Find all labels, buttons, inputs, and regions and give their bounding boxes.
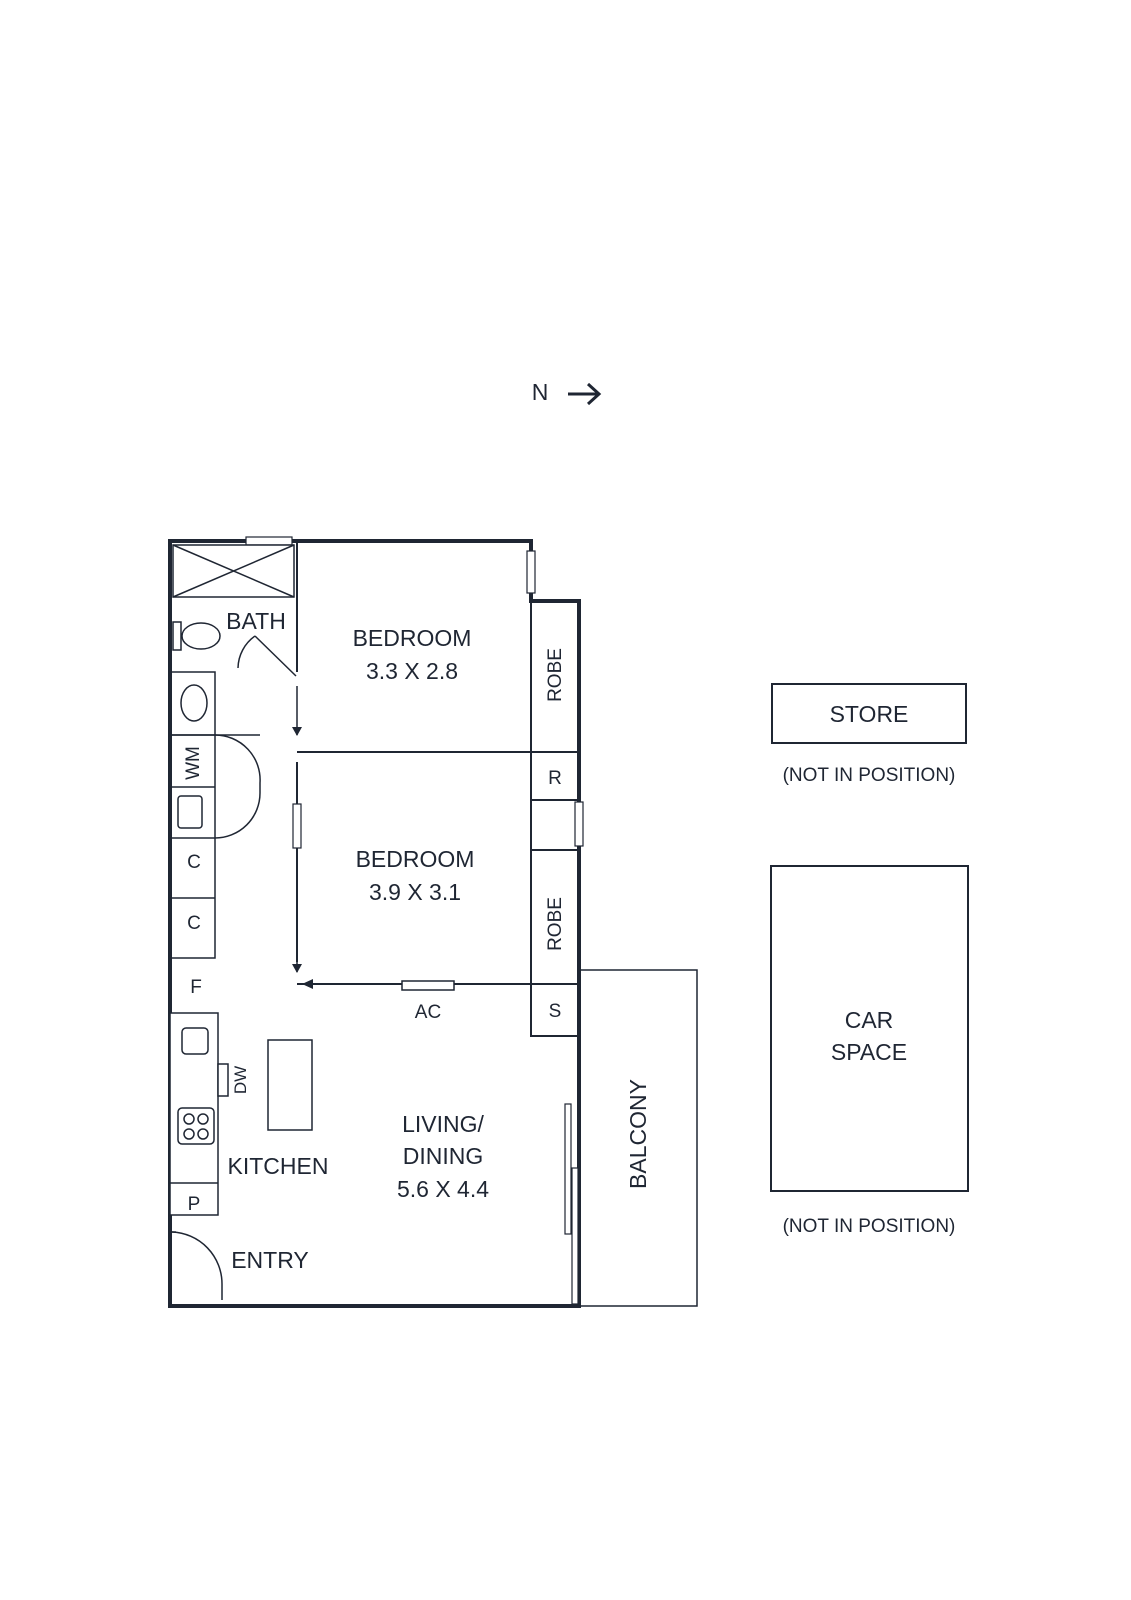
room-label-kitchen: KITCHEN [228,1153,329,1179]
windows [245,536,584,1305]
compass-north-label: N [532,379,549,405]
balcony-outline [579,969,698,1307]
room-label-entry: ENTRY [231,1247,309,1273]
laundry-cupboards [170,734,261,839]
car-space-note: (NOT IN POSITION) [783,1216,956,1237]
cooktop-icon [177,1107,215,1145]
room-label-living-line2: DINING [403,1143,484,1169]
toilet-icon [181,622,221,650]
room-label-robe2: ROBE [545,897,566,951]
label-dw: DW [231,1066,250,1094]
doors [170,686,455,1300]
room-label-s: S [549,1001,562,1022]
bath-fixtures [172,544,297,722]
kitchen-island [267,1039,313,1131]
store-note: (NOT IN POSITION) [783,765,956,786]
car-space-line1: CAR [845,1007,894,1033]
label-c2: C [187,913,201,934]
room-dims-bedroom2: 3.9 X 3.1 [369,879,461,905]
car-space-box [770,865,969,1192]
compass: N [532,379,602,406]
room-label-living-line1: LIVING/ [402,1111,484,1137]
label-f: F [190,977,202,998]
room-label-robe1: ROBE [545,648,566,702]
kitchen-fixtures [169,1012,313,1216]
room-dims-living: 5.6 X 4.4 [397,1176,489,1202]
room-label-bedroom1: BEDROOM [353,625,472,651]
store-label: STORE [830,701,909,727]
label-p: P [188,1194,201,1215]
label-c1: C [187,852,201,873]
room-label-balcony: BALCONY [625,1079,651,1189]
room-label-bath: BATH [226,608,286,634]
arrow-right-icon [568,382,602,406]
car-space-line2: SPACE [831,1039,907,1065]
label-ac: AC [415,1002,441,1023]
label-wm: WM [183,746,204,780]
store-box [771,683,967,744]
sink-icon [181,1027,209,1055]
basin-icon [180,684,208,722]
room-dims-bedroom1: 3.3 X 2.8 [366,658,458,684]
room-label-r: R [548,768,562,789]
room-label-bedroom2: BEDROOM [356,846,475,872]
exterior-walls [168,539,581,1308]
